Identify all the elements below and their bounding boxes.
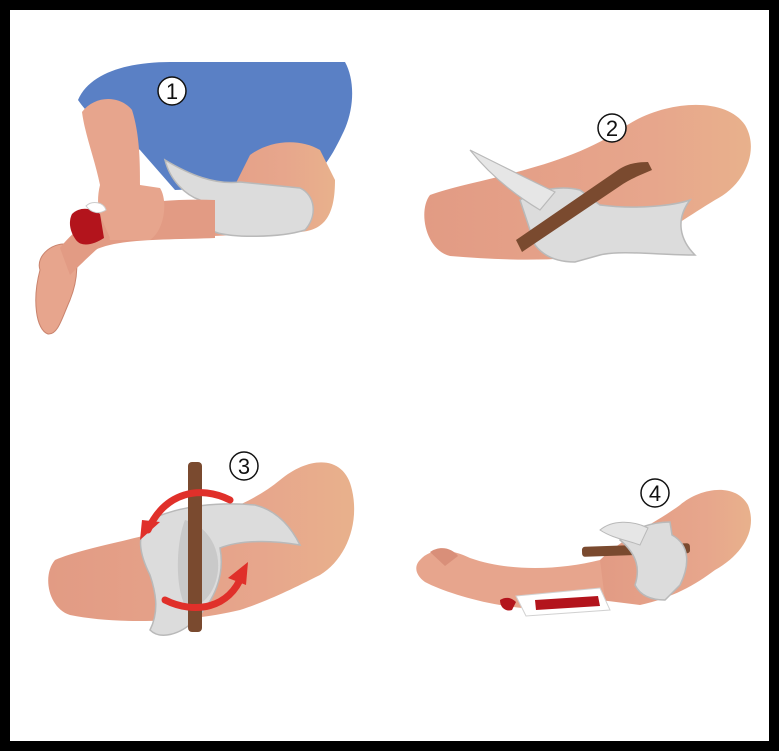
step-4-panel: 4 — [416, 479, 751, 616]
step-1-number: 1 — [166, 79, 178, 104]
step-3-panel: 3 — [48, 452, 354, 635]
twist-stick-to-tighten-illustration — [48, 462, 354, 635]
step-2-panel: 2 — [424, 105, 751, 262]
step-3-number: 3 — [238, 454, 250, 479]
step-1-panel: 1 — [36, 62, 352, 334]
secure-stick-and-dress-wound-illustration — [416, 490, 751, 616]
tie-bandage-above-wound-illustration — [36, 62, 352, 334]
place-stick-on-knot-illustration — [424, 105, 751, 262]
step-3-number-badge: 3 — [230, 452, 258, 480]
step-2-number: 2 — [606, 116, 618, 141]
step-4-number-badge: 4 — [641, 479, 669, 507]
step-1-number-badge: 1 — [158, 77, 186, 105]
step-2-number-badge: 2 — [598, 114, 626, 142]
step-4-number: 4 — [649, 481, 661, 506]
